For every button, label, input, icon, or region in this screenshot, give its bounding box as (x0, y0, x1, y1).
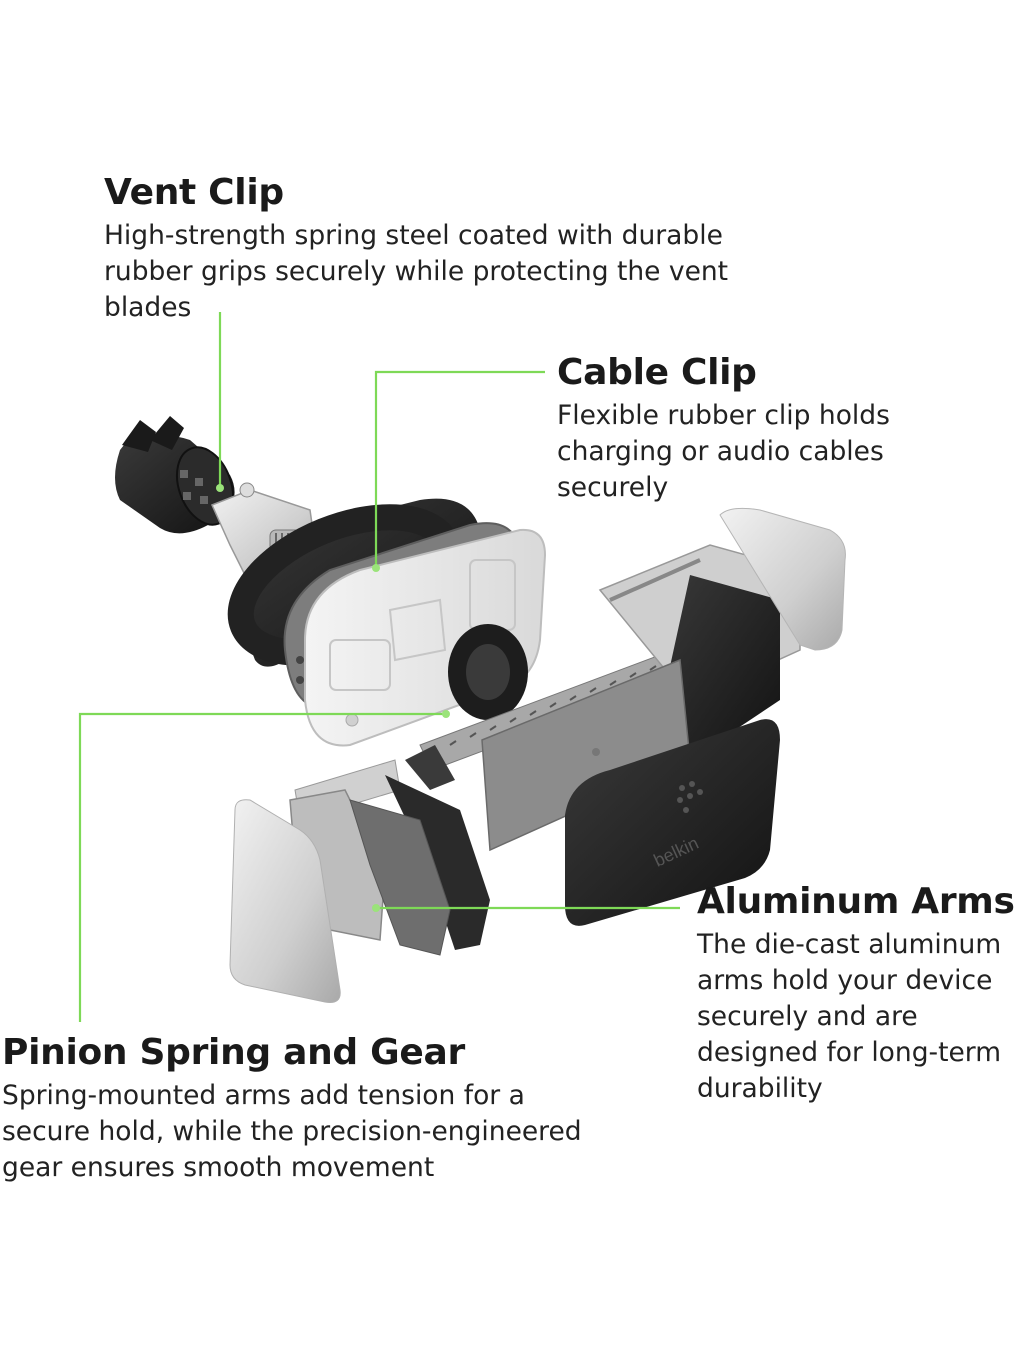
left-arm-part (229, 745, 490, 1003)
aluminum-arms-dot (372, 904, 380, 912)
vent-clip-callout: Vent Clip High-strength spring steel coa… (104, 172, 804, 326)
cable-clip-leader (374, 370, 545, 568)
cable-clip-callout: Cable Clip Flexible rubber clip holds ch… (557, 352, 977, 506)
vent-clip-description: High-strength spring steel coated with d… (104, 218, 804, 326)
leader-dots (216, 484, 450, 912)
aluminum-arms-callout: Aluminum Arms The die-cast aluminum arms… (697, 881, 1024, 1107)
aluminum-arms-line-1: The die-cast aluminum (697, 929, 1002, 960)
vent-clip-line-3: blades (104, 292, 192, 323)
vent-clip-title: Vent Clip (104, 172, 284, 213)
aluminum-arms-title: Aluminum Arms (697, 881, 1015, 922)
pinion-spring-description: Spring-mounted arms add tension for a se… (2, 1078, 642, 1186)
aluminum-arms-description: The die-cast aluminum arms hold your dev… (697, 927, 1024, 1107)
cable-clip-line-1: Flexible rubber clip holds (557, 400, 890, 431)
cable-clip-description: Flexible rubber clip holds charging or a… (557, 398, 977, 506)
cable-clip-dot (372, 564, 380, 572)
cable-clip-title: Cable Clip (557, 352, 757, 393)
pinion-spring-line-2: secure hold, while the precision-enginee… (2, 1116, 582, 1147)
pinion-spring-line-1: Spring-mounted arms add tension for a (2, 1080, 525, 1111)
front-pad-part: belkin (565, 719, 780, 926)
right-arm-part (598, 507, 846, 760)
pinion-leader (78, 712, 446, 1022)
pinion-spring-line-3: gear ensures smooth movement (2, 1152, 435, 1183)
aluminum-arms-line-2: arms hold your device (697, 965, 993, 996)
aluminum-arms-line-3: securely and are (697, 1001, 918, 1032)
aluminum-arms-line-5: durability (697, 1073, 823, 1104)
pinion-spring-callout: Pinion Spring and Gear Spring-mounted ar… (2, 1032, 642, 1186)
aluminum-arms-line-4: designed for long-term (697, 1037, 1002, 1068)
pinion-gear-part (448, 624, 528, 720)
vent-clip-dot (216, 484, 224, 492)
pinion-spring-title: Pinion Spring and Gear (2, 1032, 465, 1073)
vent-clip-line-1: High-strength spring steel coated with d… (104, 220, 723, 251)
cable-clip-line-2: charging or audio cables (557, 436, 884, 467)
pinion-dot (442, 710, 450, 718)
vent-clip-line-2: rubber grips securely while protecting t… (104, 256, 729, 287)
leader-lines (78, 312, 680, 1022)
cable-clip-line-3: securely (557, 472, 669, 503)
